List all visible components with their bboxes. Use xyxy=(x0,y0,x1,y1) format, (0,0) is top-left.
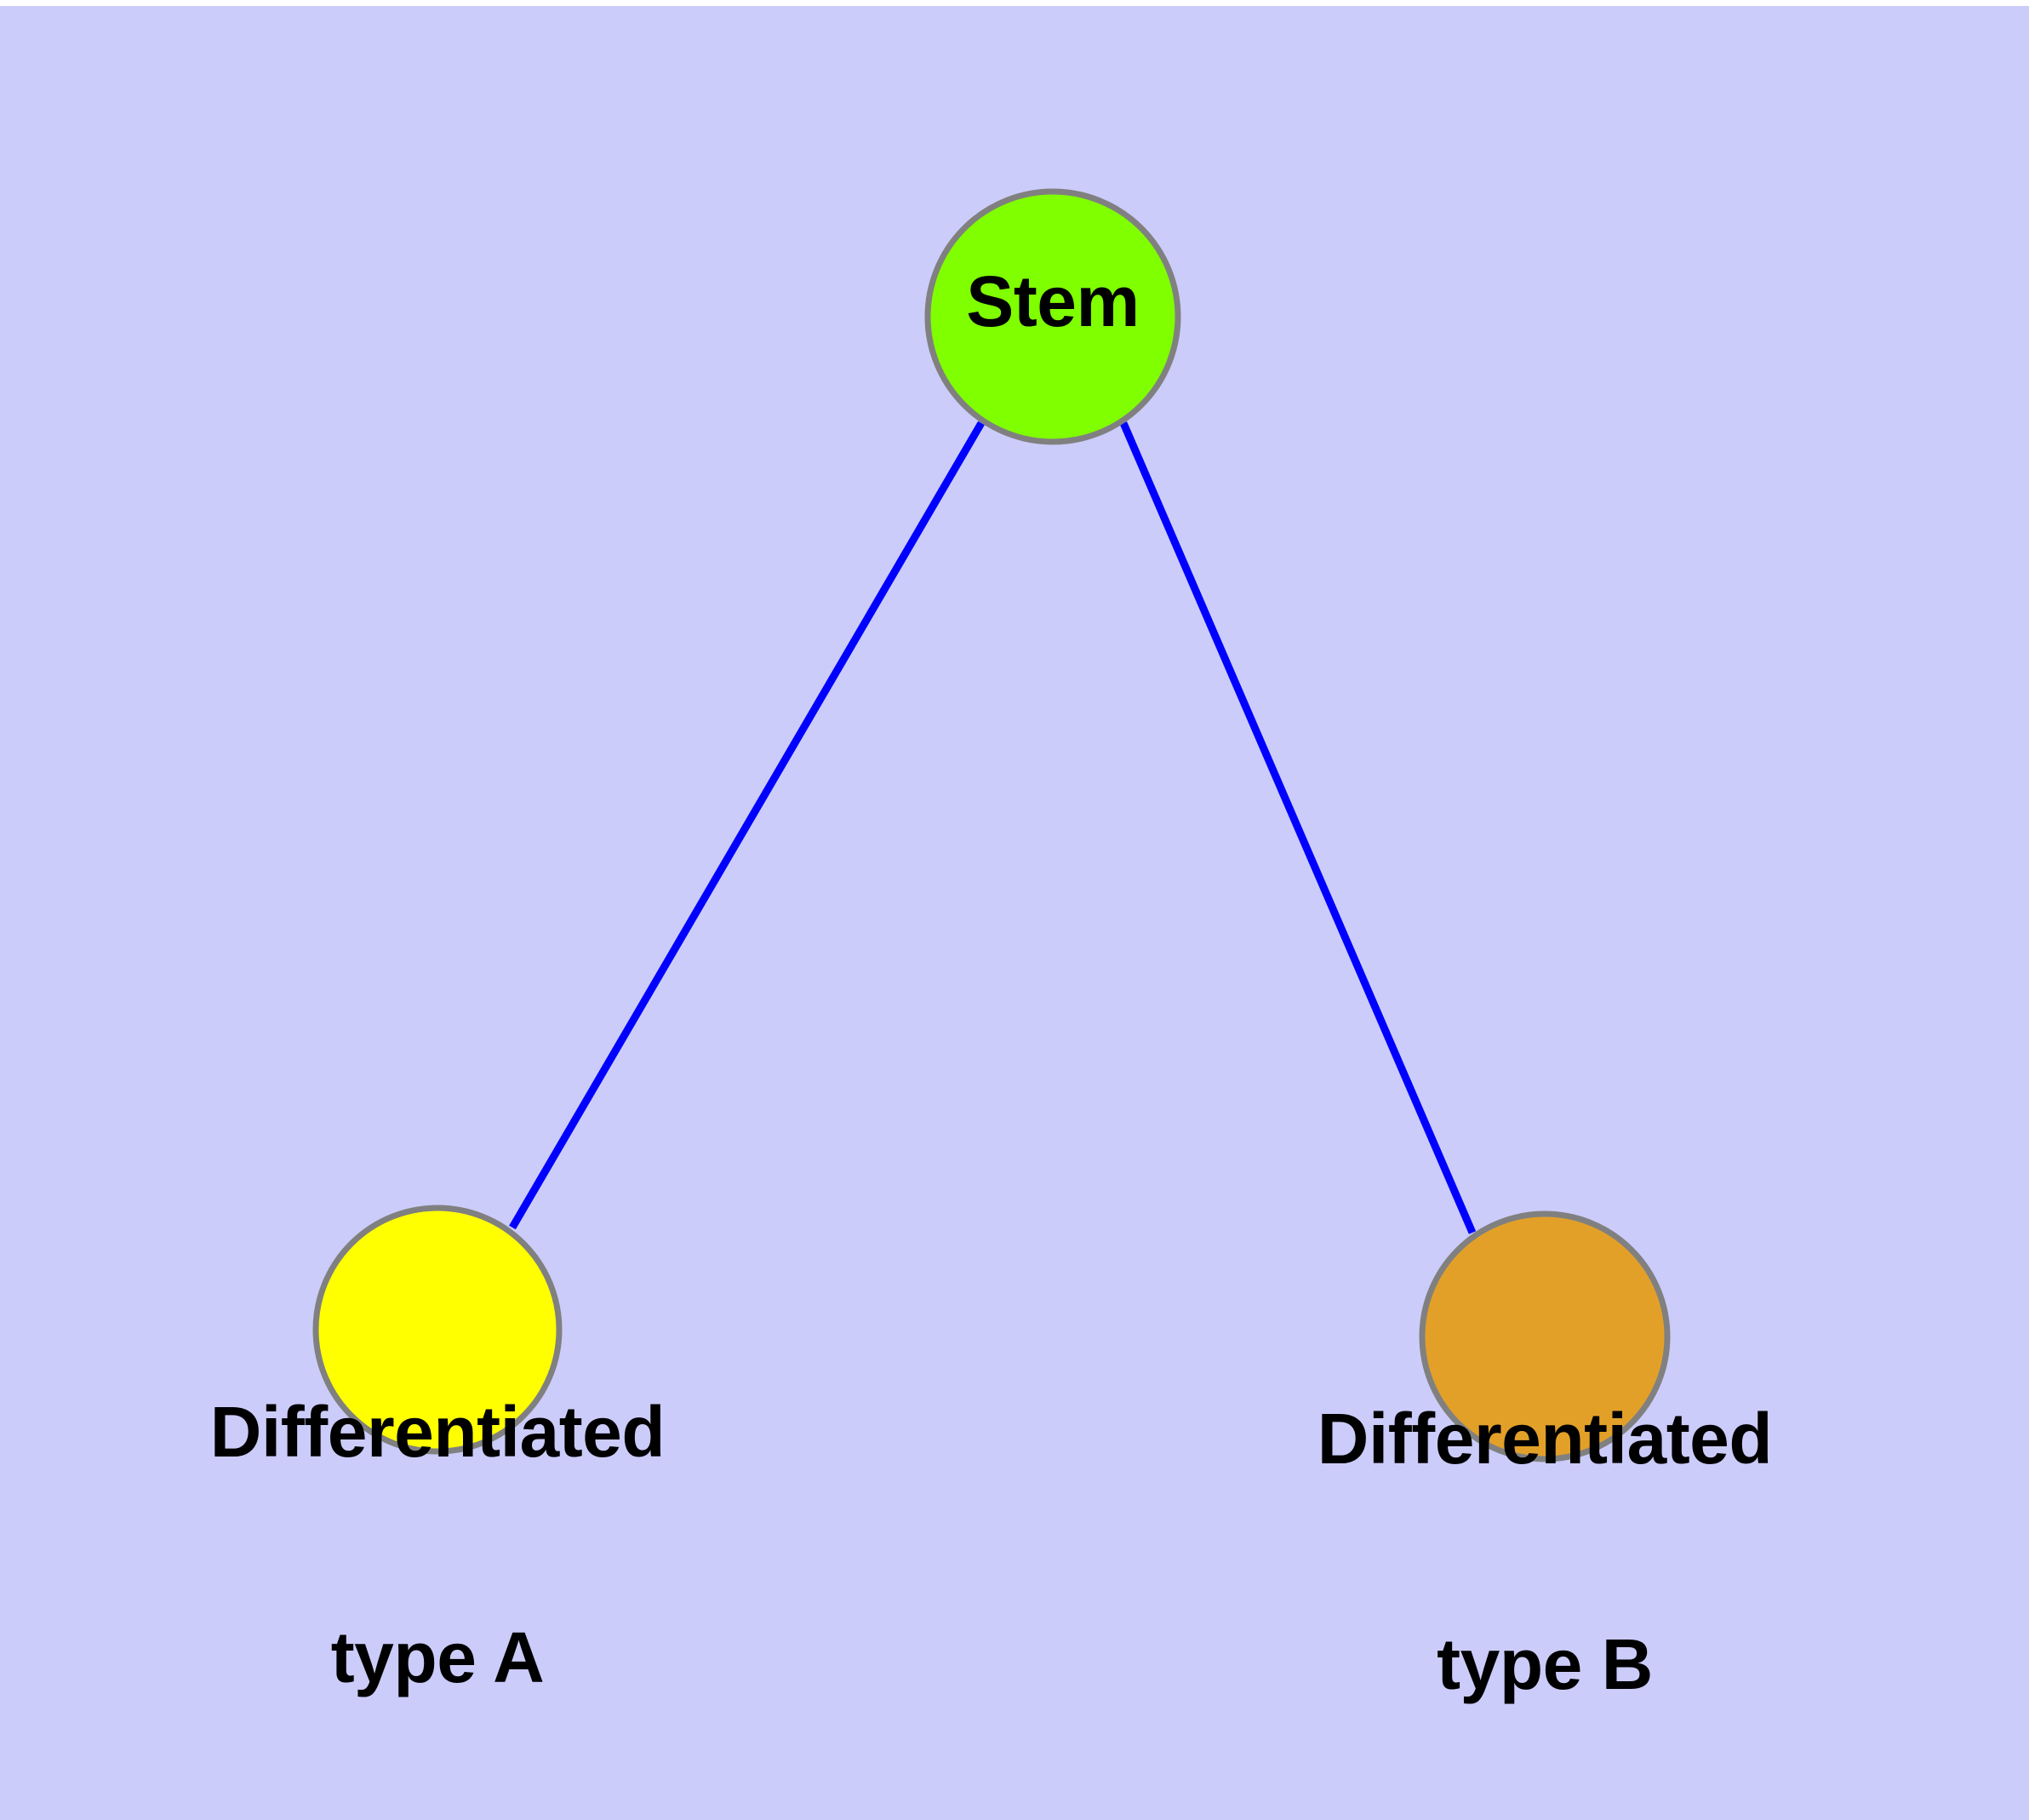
edge-stem-to-differentiated-type-a xyxy=(509,421,985,1230)
edge-layer xyxy=(509,421,1477,1234)
node-differentiated-type-b[interactable] xyxy=(1419,1210,1671,1462)
node-layer xyxy=(312,188,1671,1462)
node-differentiated-type-a[interactable] xyxy=(312,1205,563,1455)
edge-stem-to-differentiated-type-b xyxy=(1119,421,1477,1234)
node-stem[interactable] xyxy=(924,188,1181,445)
